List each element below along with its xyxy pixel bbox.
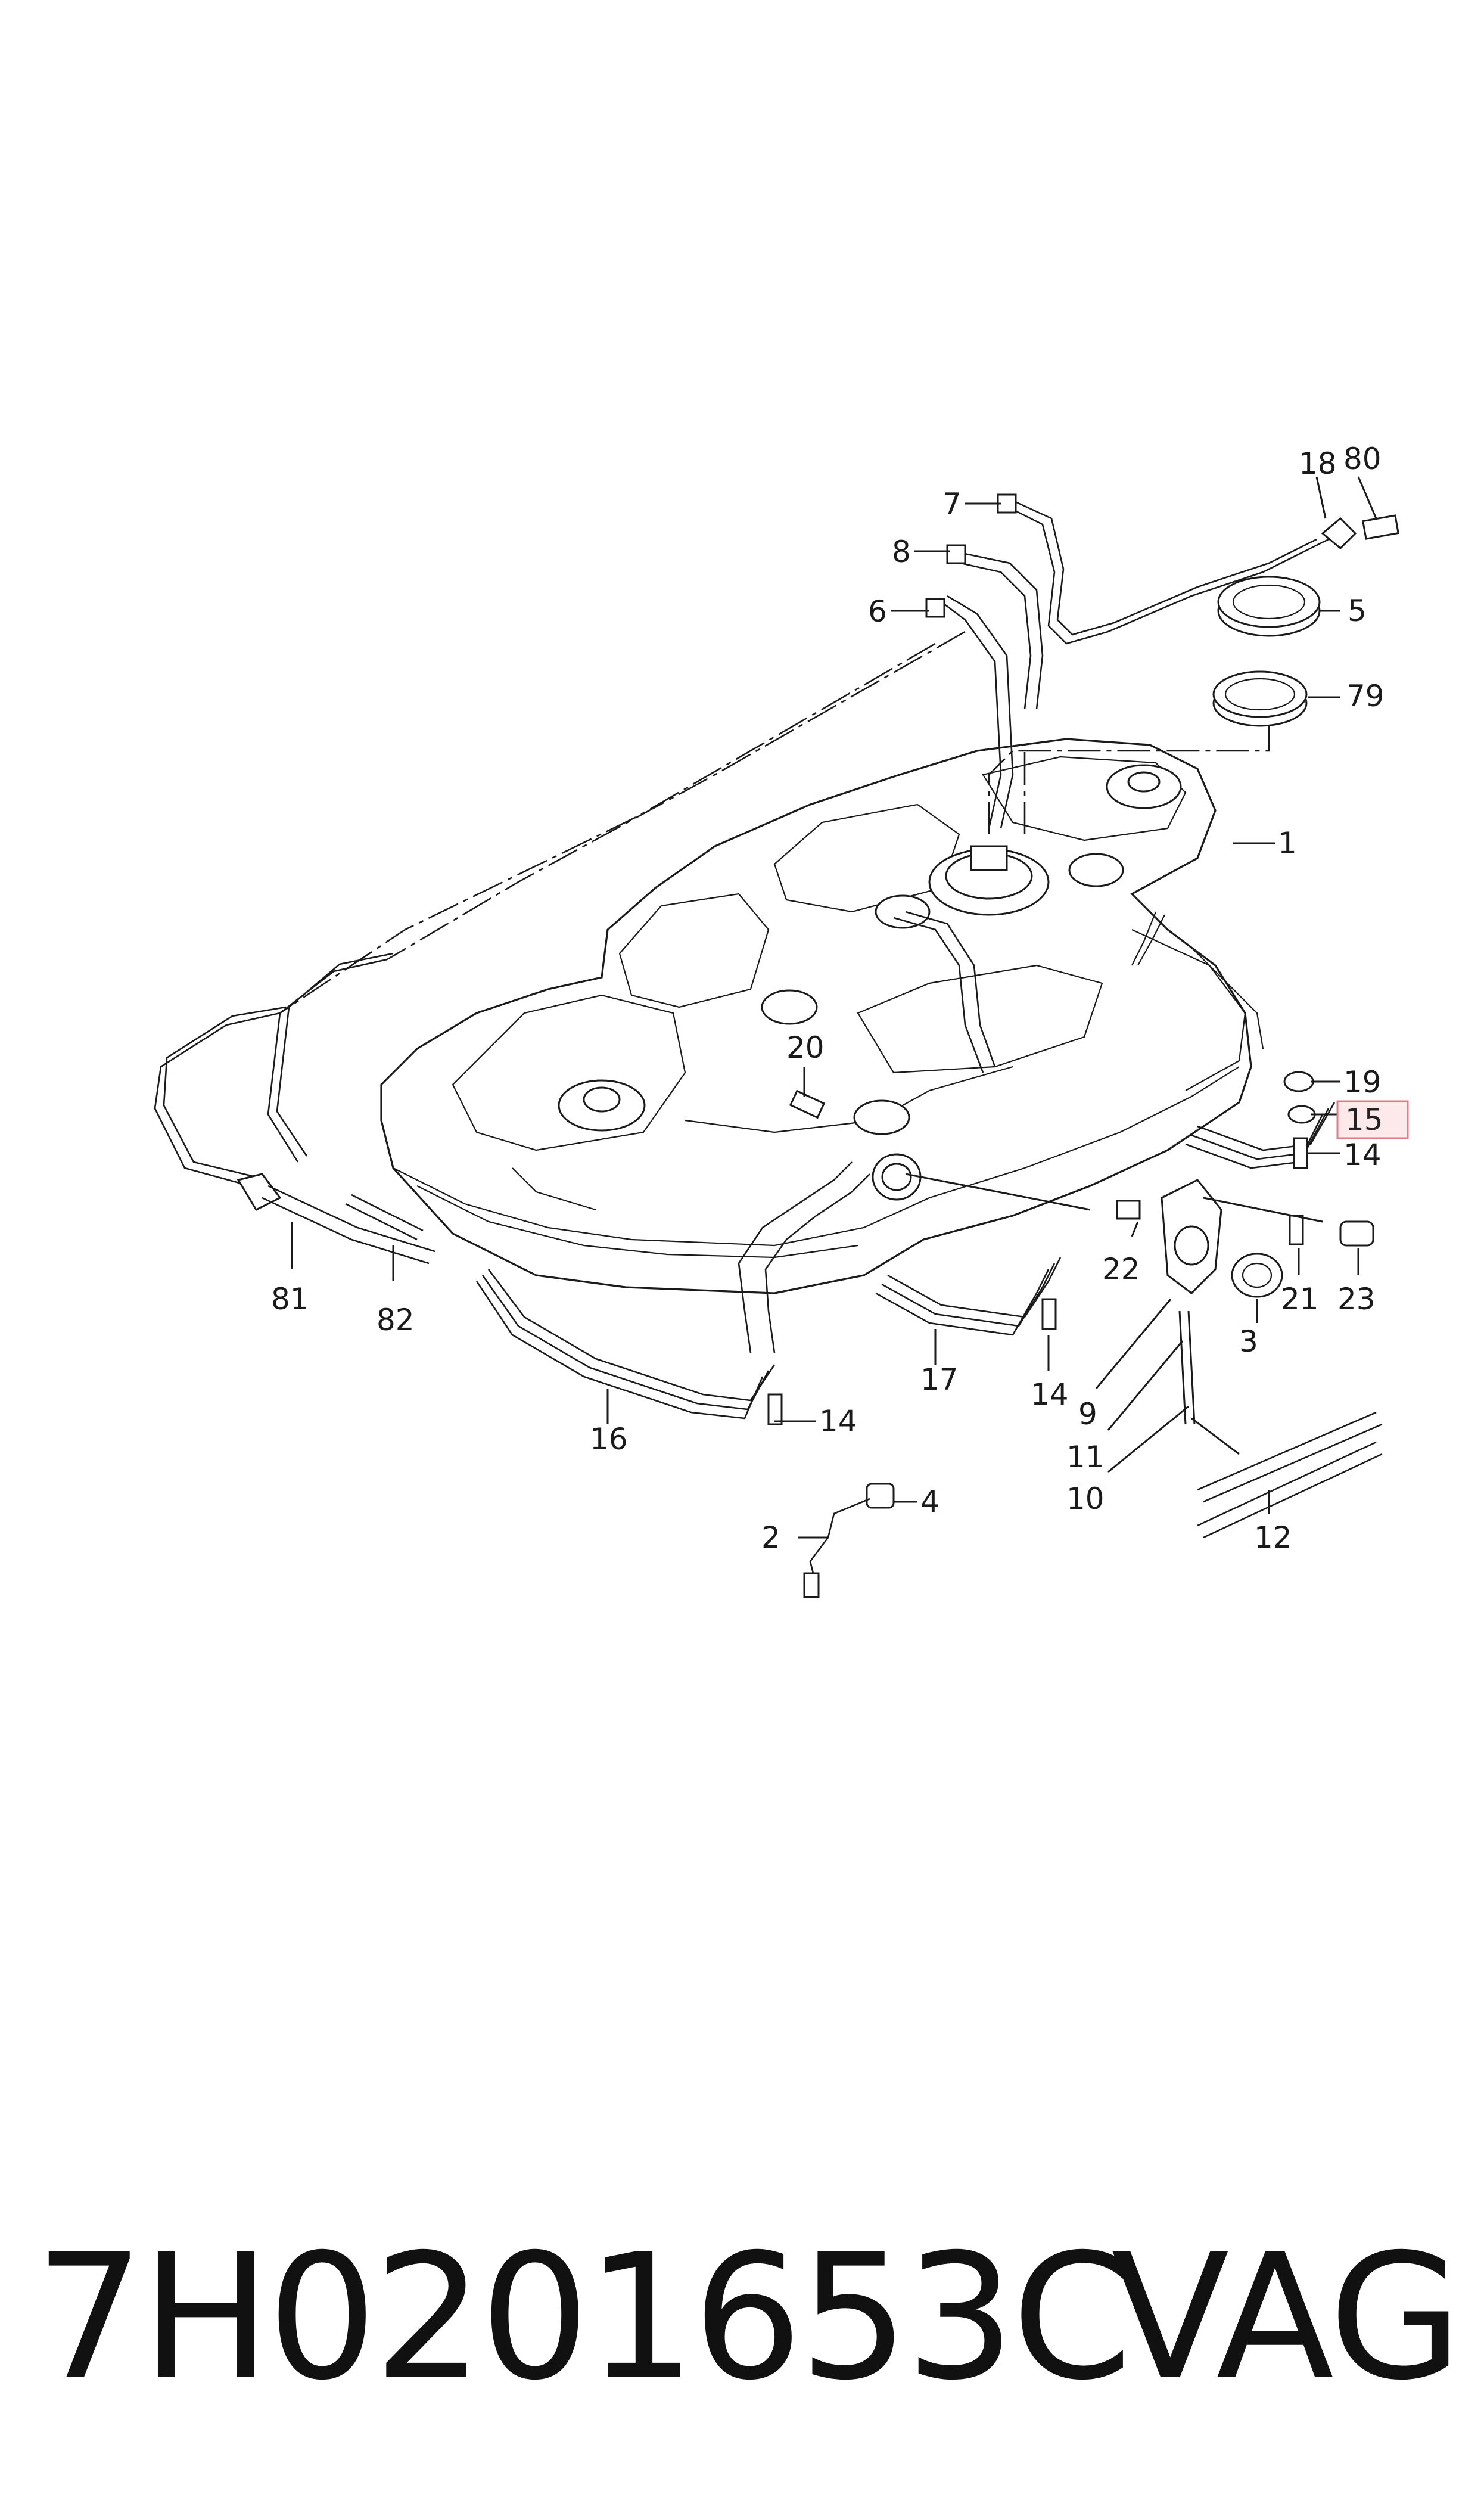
callout-7: 7 bbox=[942, 487, 962, 521]
pump-locking-rings bbox=[1212, 576, 1321, 727]
filler-hose bbox=[738, 1153, 922, 1353]
callout-20: 20 bbox=[786, 1030, 825, 1065]
fuel-tank bbox=[380, 738, 1264, 1294]
callout-23: 23 bbox=[1337, 1282, 1376, 1316]
callout-8: 8 bbox=[892, 535, 911, 569]
callout-12: 12 bbox=[1254, 1520, 1292, 1555]
callout-15-highlight bbox=[1336, 1100, 1409, 1139]
callout-17: 17 bbox=[920, 1362, 959, 1397]
callout-79: 79 bbox=[1346, 679, 1385, 713]
footer: 7H0201653C VAG bbox=[0, 2229, 1484, 2408]
callout-5: 5 bbox=[1348, 594, 1367, 628]
small-fittings bbox=[925, 493, 1399, 618]
callout-22: 22 bbox=[1102, 1252, 1140, 1287]
callout-11: 11 bbox=[1066, 1440, 1105, 1474]
callout-3: 3 bbox=[1239, 1324, 1258, 1359]
callout-labels: 1 2 3 4 5 6 7 8 9 10 11 12 14 14 14 15 1… bbox=[271, 442, 1409, 1555]
callout-82: 82 bbox=[377, 1303, 415, 1337]
callout-21: 21 bbox=[1281, 1282, 1319, 1316]
fuel-lines bbox=[154, 499, 1335, 1265]
brand-name: VAG bbox=[1111, 2217, 1463, 2418]
callout-15: 15 bbox=[1345, 1102, 1383, 1137]
callout-16: 16 bbox=[590, 1422, 628, 1456]
callout-1: 1 bbox=[1278, 826, 1297, 861]
leader-lines bbox=[291, 476, 1377, 1539]
callout-19: 19 bbox=[1343, 1065, 1382, 1099]
part-number: 7H0201653C bbox=[35, 2217, 1133, 2418]
callout-14-right: 14 bbox=[1343, 1138, 1382, 1172]
callout-10: 10 bbox=[1066, 1481, 1105, 1516]
callout-9: 9 bbox=[1078, 1397, 1097, 1431]
tank-straps bbox=[475, 1102, 1336, 1420]
callout-6: 6 bbox=[868, 594, 887, 629]
filler-housing bbox=[1161, 1179, 1283, 1298]
callout-14-left: 14 bbox=[819, 1404, 857, 1439]
callout-4: 4 bbox=[920, 1484, 939, 1519]
callout-80: 80 bbox=[1343, 442, 1382, 476]
callout-18: 18 bbox=[1299, 446, 1337, 481]
callout-81: 81 bbox=[271, 1282, 309, 1316]
callout-14-lower: 14 bbox=[1031, 1377, 1069, 1412]
callout-2: 2 bbox=[761, 1520, 780, 1555]
